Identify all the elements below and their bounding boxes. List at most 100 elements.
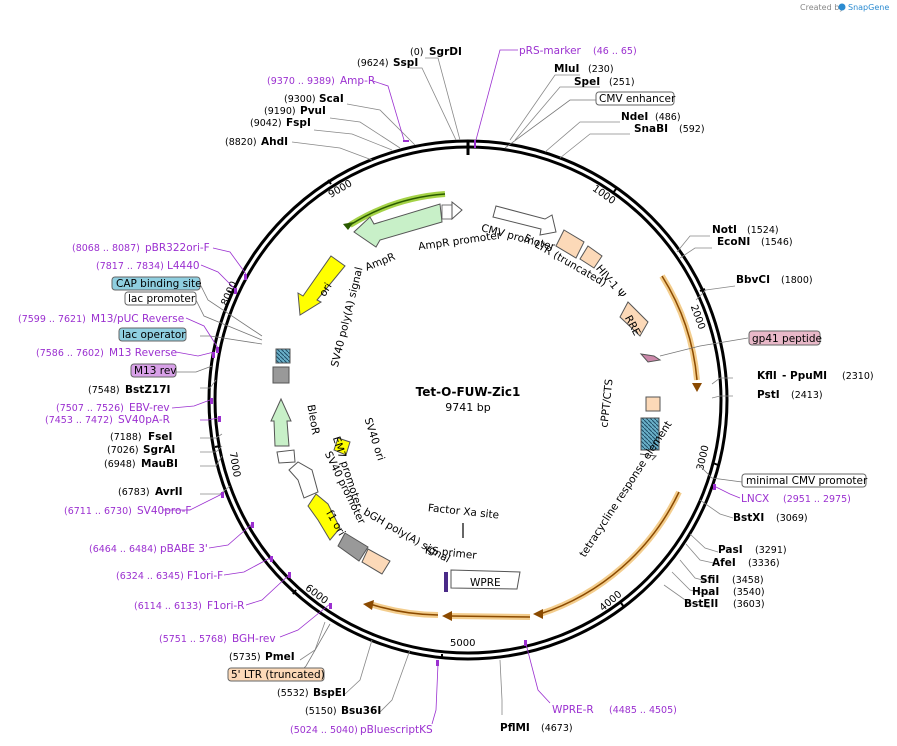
- primers-2-pos-label: (8068 .. 8087): [72, 243, 140, 254]
- sv40-promoter-feature[interactable]: [288, 461, 319, 499]
- enzymes-10-name-label: AvrII: [155, 486, 183, 498]
- ampr-feature[interactable]: [353, 200, 463, 248]
- primers-3-pos-label: (7817 .. 7834): [96, 261, 164, 272]
- gp41-feature[interactable]: [639, 353, 662, 363]
- bgh-polya-feature[interactable]: [337, 532, 391, 575]
- hiv-psi-feature[interactable]: [579, 245, 603, 269]
- enzymes-28-pos-label: (3458): [732, 575, 764, 586]
- primers-8-name-label: SV40pro-F: [137, 505, 191, 517]
- orf-zic1-arc[interactable]: [533, 274, 702, 619]
- enzyme-labels: (0) SgrDI (9624) SspI (9300) ScaI (9190)…: [88, 46, 874, 734]
- features-16-label: SV40 ori: [362, 416, 387, 462]
- enzymes-2-name-label: ScaI: [319, 93, 344, 105]
- features-0-label: AmpR: [363, 251, 397, 274]
- enzymes-14-name-label: PflMI: [500, 722, 530, 734]
- primers-6-pos-label: (7507 .. 7526): [56, 403, 124, 414]
- wpre-feature[interactable]: [444, 569, 521, 592]
- ampr-highlight-arc[interactable]: [343, 191, 446, 230]
- enzymes-24-name-label: PstI: [757, 389, 780, 401]
- enzymes-3-pos-label: (9190): [264, 106, 296, 117]
- features-6-label: cPPT/CTS: [598, 378, 615, 428]
- snapgene-credit: Created by SnapGene: [800, 3, 889, 12]
- primers-9-name-label: pBABE 3': [160, 543, 208, 555]
- enzymes-7-pos-label: (7188): [110, 432, 142, 443]
- enzymes-3-name-label: PvuI: [300, 105, 326, 117]
- enzymes-1-name-label: SspI: [393, 57, 418, 69]
- tre-feature[interactable]: [639, 417, 660, 461]
- ltr-feature[interactable]: [555, 229, 585, 259]
- ticks-2-label: 3000: [695, 444, 711, 471]
- enzymes-27-pos-label: (3336): [748, 558, 780, 569]
- sv40-ori-feature[interactable]: [333, 437, 351, 456]
- enzymes-18-name-label: SnaBI: [634, 123, 668, 135]
- enzymes-13-name-label: Bsu36I: [341, 705, 381, 717]
- enzymes-2-pos-label: (9300): [284, 94, 316, 105]
- primer-leaders: [162, 49, 741, 725]
- primers-9-pos-label: (6464 .. 6484): [89, 544, 157, 555]
- enzymes-11-name-label: PmeI: [265, 651, 295, 663]
- enzymes-8-pos-label: (7026): [107, 445, 139, 456]
- enzymes-10-pos-label: (6783): [118, 487, 150, 498]
- enzymes-5-name-label: AhdI: [261, 136, 288, 148]
- features-8-label: WPRE: [470, 577, 501, 589]
- feature-leaders: [176, 99, 749, 677]
- enzymes-4-name-label: FspI: [286, 117, 311, 129]
- enzymes-23-name-label: - PpuMI: [782, 370, 827, 382]
- em7-promoter-feature[interactable]: [276, 449, 296, 464]
- enzyme-leaders: [200, 57, 736, 715]
- primers-11-pos-label: (6114 .. 6133): [134, 601, 202, 612]
- enzymes-11-pos-label: (5735): [229, 652, 261, 663]
- primers-7-name-label: SV40pA-R: [118, 414, 170, 426]
- enzymes-21-name-label: BbvCI: [736, 274, 770, 286]
- credit-brand-label: SnapGene: [848, 3, 889, 12]
- enzymes-26-pos-label: (3291): [755, 545, 787, 556]
- features-10-label: Factor Xa site: [427, 502, 499, 521]
- cmv-promoter-feature[interactable]: [492, 205, 557, 236]
- ticks-4-label: 5000: [450, 638, 475, 649]
- boxed_labels-3-name-label: CAP binding site: [116, 278, 202, 290]
- bleor-feature[interactable]: [270, 397, 292, 447]
- enzymes-25-pos-label: (3069): [776, 513, 808, 524]
- enzymes-21-pos-label: (1800): [781, 275, 813, 286]
- plasmid-title: Tet-O-FUW-Zic1: [416, 385, 521, 399]
- primers-13-pos-label: (5024 .. 5040): [290, 725, 358, 736]
- enzymes-22-name-label: KflI: [757, 370, 777, 382]
- primers-10-pos-label: (6324 .. 6345): [116, 571, 184, 582]
- sv40-polya-feature[interactable]: [272, 348, 291, 384]
- boxed_labels-4-name-label: lac promoter: [128, 293, 196, 305]
- primers-8-pos-label: (6711 .. 6730): [64, 506, 132, 517]
- enzymes-15-name-label: MluI: [554, 63, 579, 75]
- enzymes-28-name-label: SfiI: [700, 574, 719, 586]
- enzymes-0-name-label: SgrDI: [429, 46, 462, 58]
- primers-4-pos-label: (7599 .. 7621): [18, 314, 86, 325]
- primers-1-pos-label: (9370 .. 9389): [267, 76, 335, 87]
- ori-feature[interactable]: [297, 255, 346, 316]
- boxed_labels-7-name-label: 5' LTR (truncated): [231, 669, 325, 681]
- enzymes-26-name-label: PasI: [718, 544, 743, 556]
- features-15-label: BleoR: [304, 404, 321, 436]
- enzymes-19-name-label: NotI: [712, 224, 737, 236]
- enzymes-20-pos-label: (1546): [761, 237, 793, 248]
- boxed-labels: CMV enhancer gp41 peptide minimal CMV pr…: [111, 91, 868, 682]
- primers-4-name-label: M13/pUC Reverse: [91, 313, 184, 325]
- cppt-feature[interactable]: [645, 396, 661, 412]
- primers-15-name-label: LNCX: [741, 493, 769, 505]
- f1-ori-feature[interactable]: [307, 493, 341, 541]
- enzymes-30-pos-label: (3603): [733, 599, 765, 610]
- boxed_labels-1-name-label: gp41 peptide: [752, 333, 822, 345]
- orf-inner-arc[interactable]: [363, 600, 531, 621]
- primers-14-pos-label: (4485 .. 4505): [609, 705, 677, 716]
- enzymes-6-pos-label: (7548): [88, 385, 120, 396]
- boxed_labels-2-name-label: minimal CMV promoter: [746, 475, 868, 487]
- enzymes-12-name-label: BspEI: [313, 687, 346, 699]
- features-17-label: SV40 poly(A) signal: [329, 266, 365, 368]
- enzymes-4-pos-label: (9042): [250, 118, 282, 129]
- enzymes-9-pos-label: (6948): [104, 459, 136, 470]
- enzymes-14-pos-label: (4673): [541, 723, 573, 734]
- primers-13-name-label: pBluescriptKS: [360, 724, 433, 736]
- features-9-label: KS primer: [424, 544, 477, 561]
- rre-feature[interactable]: [619, 301, 649, 337]
- primers-11-name-label: F1ori-R: [207, 600, 244, 612]
- primers-1-name-label: Amp-R: [340, 75, 375, 87]
- enzymes-6-name-label: BstZ17I: [125, 384, 170, 396]
